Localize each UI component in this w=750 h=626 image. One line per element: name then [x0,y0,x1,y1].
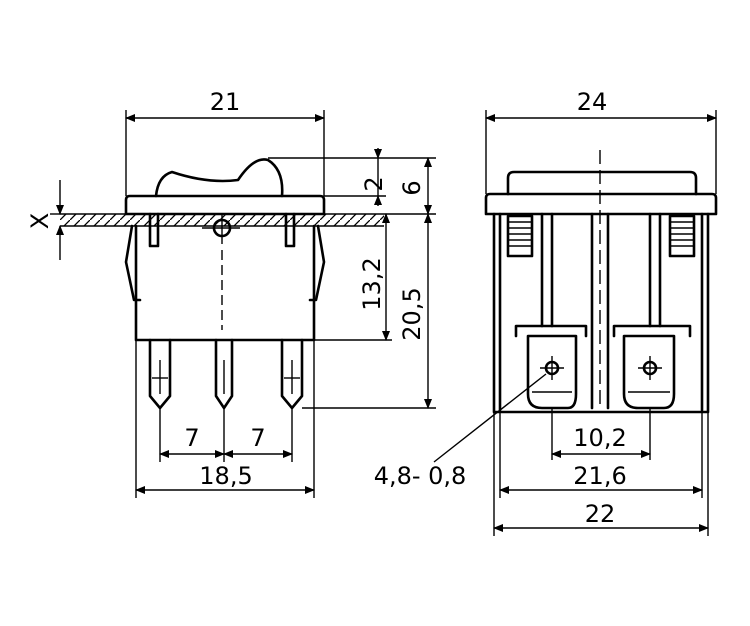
terminal-left [526,334,578,410]
clip-ribs-left [506,214,534,258]
dim-depth-20-5: 20,5 [398,287,426,340]
front-view: 24 10,2 21,6 22 4,8- 0,8 [374,88,718,536]
dim-panel-x: X [26,213,54,229]
bezel-outline [484,192,718,216]
rocker [154,158,284,198]
terminal-right [622,334,676,410]
dim-body-13-2: 13,2 [358,257,386,310]
dim-spacing-10-2: 10,2 [573,424,626,452]
side-view: 21 2 6 13,2 20,5 X 7 7 18,5 [26,88,436,498]
dim-cap-6: 6 [398,180,426,195]
clip-right [308,224,326,302]
dim-rocker-2: 2 [360,176,388,191]
front-body-outline [492,212,710,414]
pin-middle [214,338,234,410]
pin-right [280,338,304,410]
dim-width-24: 24 [577,88,608,116]
dim-width-21: 21 [210,88,241,116]
dim-terminal-4-8: 4,8- 0,8 [374,462,467,490]
rocker-top [506,170,698,196]
dim-span-18-5: 18,5 [199,462,252,490]
body-outline [134,224,316,342]
clip-left [124,224,142,302]
pin-left [148,338,172,410]
dim-width-21-6: 21,6 [573,462,626,490]
clip-ribs-right [668,214,696,258]
dim-pitch-left-7: 7 [184,424,199,452]
dim-width-22: 22 [585,500,616,528]
cap-outline [124,194,326,216]
dim-pitch-right-7: 7 [250,424,265,452]
